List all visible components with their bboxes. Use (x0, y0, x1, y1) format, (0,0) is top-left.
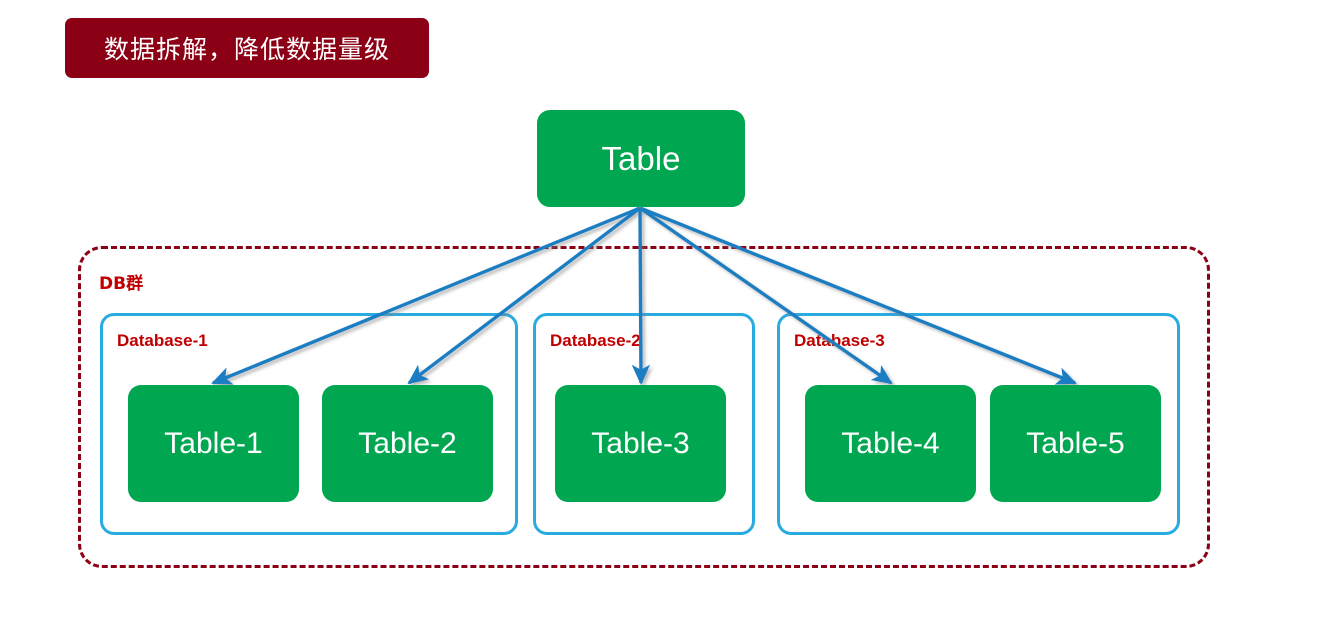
node-table-1[interactable]: Table-1 (128, 385, 299, 502)
node-table-root[interactable]: Table (537, 110, 745, 207)
node-table-5[interactable]: Table-5 (990, 385, 1161, 502)
node-table-1-label: Table-1 (164, 426, 263, 460)
node-table-4-label: Table-4 (841, 426, 940, 460)
db-group-label: DB群 (99, 274, 144, 294)
node-table-2-label: Table-2 (358, 426, 457, 460)
node-table-root-label: Table (601, 139, 681, 177)
node-table-2[interactable]: Table-2 (322, 385, 493, 502)
node-table-5-label: Table-5 (1026, 426, 1125, 460)
database-label-1: Database-1 (117, 331, 208, 350)
title-banner: 数据拆解，降低数据量级 (65, 18, 429, 78)
node-table-4[interactable]: Table-4 (805, 385, 976, 502)
title-banner-label: 数据拆解，降低数据量级 (103, 35, 390, 64)
node-table-3[interactable]: Table-3 (555, 385, 726, 502)
database-label-2: Database-2 (550, 331, 641, 350)
node-table-3-label: Table-3 (591, 426, 690, 460)
database-label-3: Database-3 (794, 331, 885, 350)
